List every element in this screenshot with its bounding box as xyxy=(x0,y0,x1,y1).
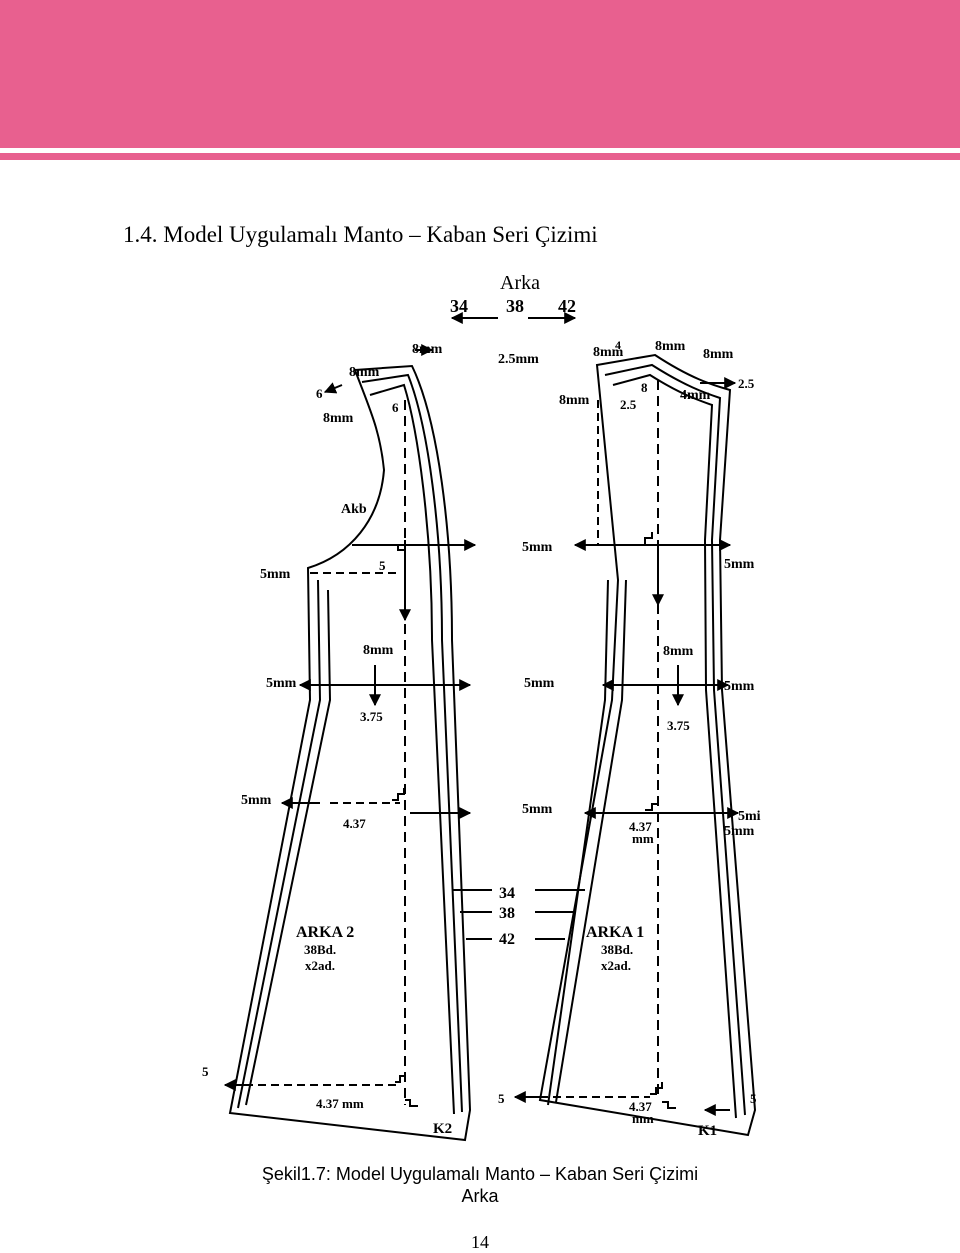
right-pattern-piece xyxy=(513,353,757,1137)
svg-text:mm: mm xyxy=(632,831,654,846)
right-piece-name: ARKA 1 xyxy=(586,924,644,941)
svg-text:5mm: 5mm xyxy=(260,567,291,582)
svg-text:2.5: 2.5 xyxy=(738,376,755,391)
left-piece-name: ARKA 2 xyxy=(296,924,354,941)
svg-text:5mm: 5mm xyxy=(522,802,553,817)
section-heading: 1.4. Model Uygulamalı Manto – Kaban Seri… xyxy=(123,222,598,247)
svg-text:6: 6 xyxy=(316,386,323,401)
svg-text:8mm: 8mm xyxy=(703,347,734,362)
left-size-note: 38Bd. xyxy=(304,942,336,957)
grade-34: 34 xyxy=(499,885,515,902)
svg-text:8mm: 8mm xyxy=(412,342,443,357)
svg-text:8mm: 8mm xyxy=(559,393,590,408)
middle-annotations: 2.5mm 5mm 5mm 5mm 5 34 38 42 xyxy=(453,352,585,1106)
svg-text:4.37: 4.37 xyxy=(629,1099,652,1114)
svg-text:mm: mm xyxy=(632,1111,654,1126)
header-rule xyxy=(0,153,960,160)
left-pattern-piece xyxy=(223,344,477,1142)
size-34: 34 xyxy=(450,296,468,316)
right-corner-mark: K1 xyxy=(698,1123,717,1139)
svg-text:4.37: 4.37 xyxy=(343,816,366,831)
svg-text:5mm: 5mm xyxy=(724,679,755,694)
svg-text:5: 5 xyxy=(498,1091,505,1106)
left-piece-labels: 8mm 8mm 6 8mm 6 Akb 5mm 5 8mm 5mm 3.75 5… xyxy=(202,342,452,1137)
svg-text:8mm: 8mm xyxy=(323,411,354,426)
figure-title: Arka xyxy=(500,272,540,294)
right-piece-labels: 8mm 4 8mm 8mm 8mm 2.5 8 4mm 2.5 5mm 8mm … xyxy=(559,338,761,1139)
svg-text:8mm: 8mm xyxy=(363,643,394,658)
svg-text:8mm: 8mm xyxy=(655,339,686,354)
svg-text:3.75: 3.75 xyxy=(667,718,690,733)
svg-text:2.5: 2.5 xyxy=(620,397,637,412)
svg-text:5mm: 5mm xyxy=(241,793,272,808)
grade-38: 38 xyxy=(499,905,515,922)
svg-text:Akb: Akb xyxy=(341,502,367,517)
svg-text:4.37: 4.37 xyxy=(629,819,652,834)
size-42: 42 xyxy=(558,296,576,316)
page-number: 14 xyxy=(471,1232,489,1252)
right-qty-note: x2ad. xyxy=(601,958,631,973)
figure-caption-subtitle: Arka xyxy=(461,1186,499,1206)
svg-text:5mi: 5mi xyxy=(738,809,761,824)
svg-text:8mm: 8mm xyxy=(349,365,380,380)
svg-text:8mm: 8mm xyxy=(663,644,694,659)
svg-text:4mm: 4mm xyxy=(680,388,711,403)
svg-text:5mm: 5mm xyxy=(724,557,755,572)
svg-text:5: 5 xyxy=(379,558,386,573)
left-corner-mark: K2 xyxy=(433,1121,452,1137)
grade-42: 42 xyxy=(499,931,515,948)
svg-text:5: 5 xyxy=(750,1091,757,1106)
svg-text:8: 8 xyxy=(641,380,648,395)
left-qty-note: x2ad. xyxy=(305,958,335,973)
svg-text:5mm: 5mm xyxy=(266,676,297,691)
svg-text:5mm: 5mm xyxy=(522,540,553,555)
svg-text:8mm: 8mm xyxy=(593,345,624,360)
figure-caption: Şekil1.7: Model Uygulamalı Manto – Kaban… xyxy=(261,1164,699,1184)
svg-text:6: 6 xyxy=(392,400,399,415)
right-size-note: 38Bd. xyxy=(601,942,633,957)
svg-text:3.75: 3.75 xyxy=(360,709,383,724)
header-banner xyxy=(0,0,960,148)
svg-text:4.37 mm: 4.37 mm xyxy=(316,1096,364,1111)
size-scale: 34 38 42 xyxy=(450,296,577,324)
svg-text:5mm: 5mm xyxy=(524,676,555,691)
svg-text:5: 5 xyxy=(202,1064,209,1079)
size-38: 38 xyxy=(506,296,524,316)
svg-text:4: 4 xyxy=(615,338,621,352)
svg-text:5mm: 5mm xyxy=(724,824,755,839)
svg-text:2.5mm: 2.5mm xyxy=(498,352,539,367)
